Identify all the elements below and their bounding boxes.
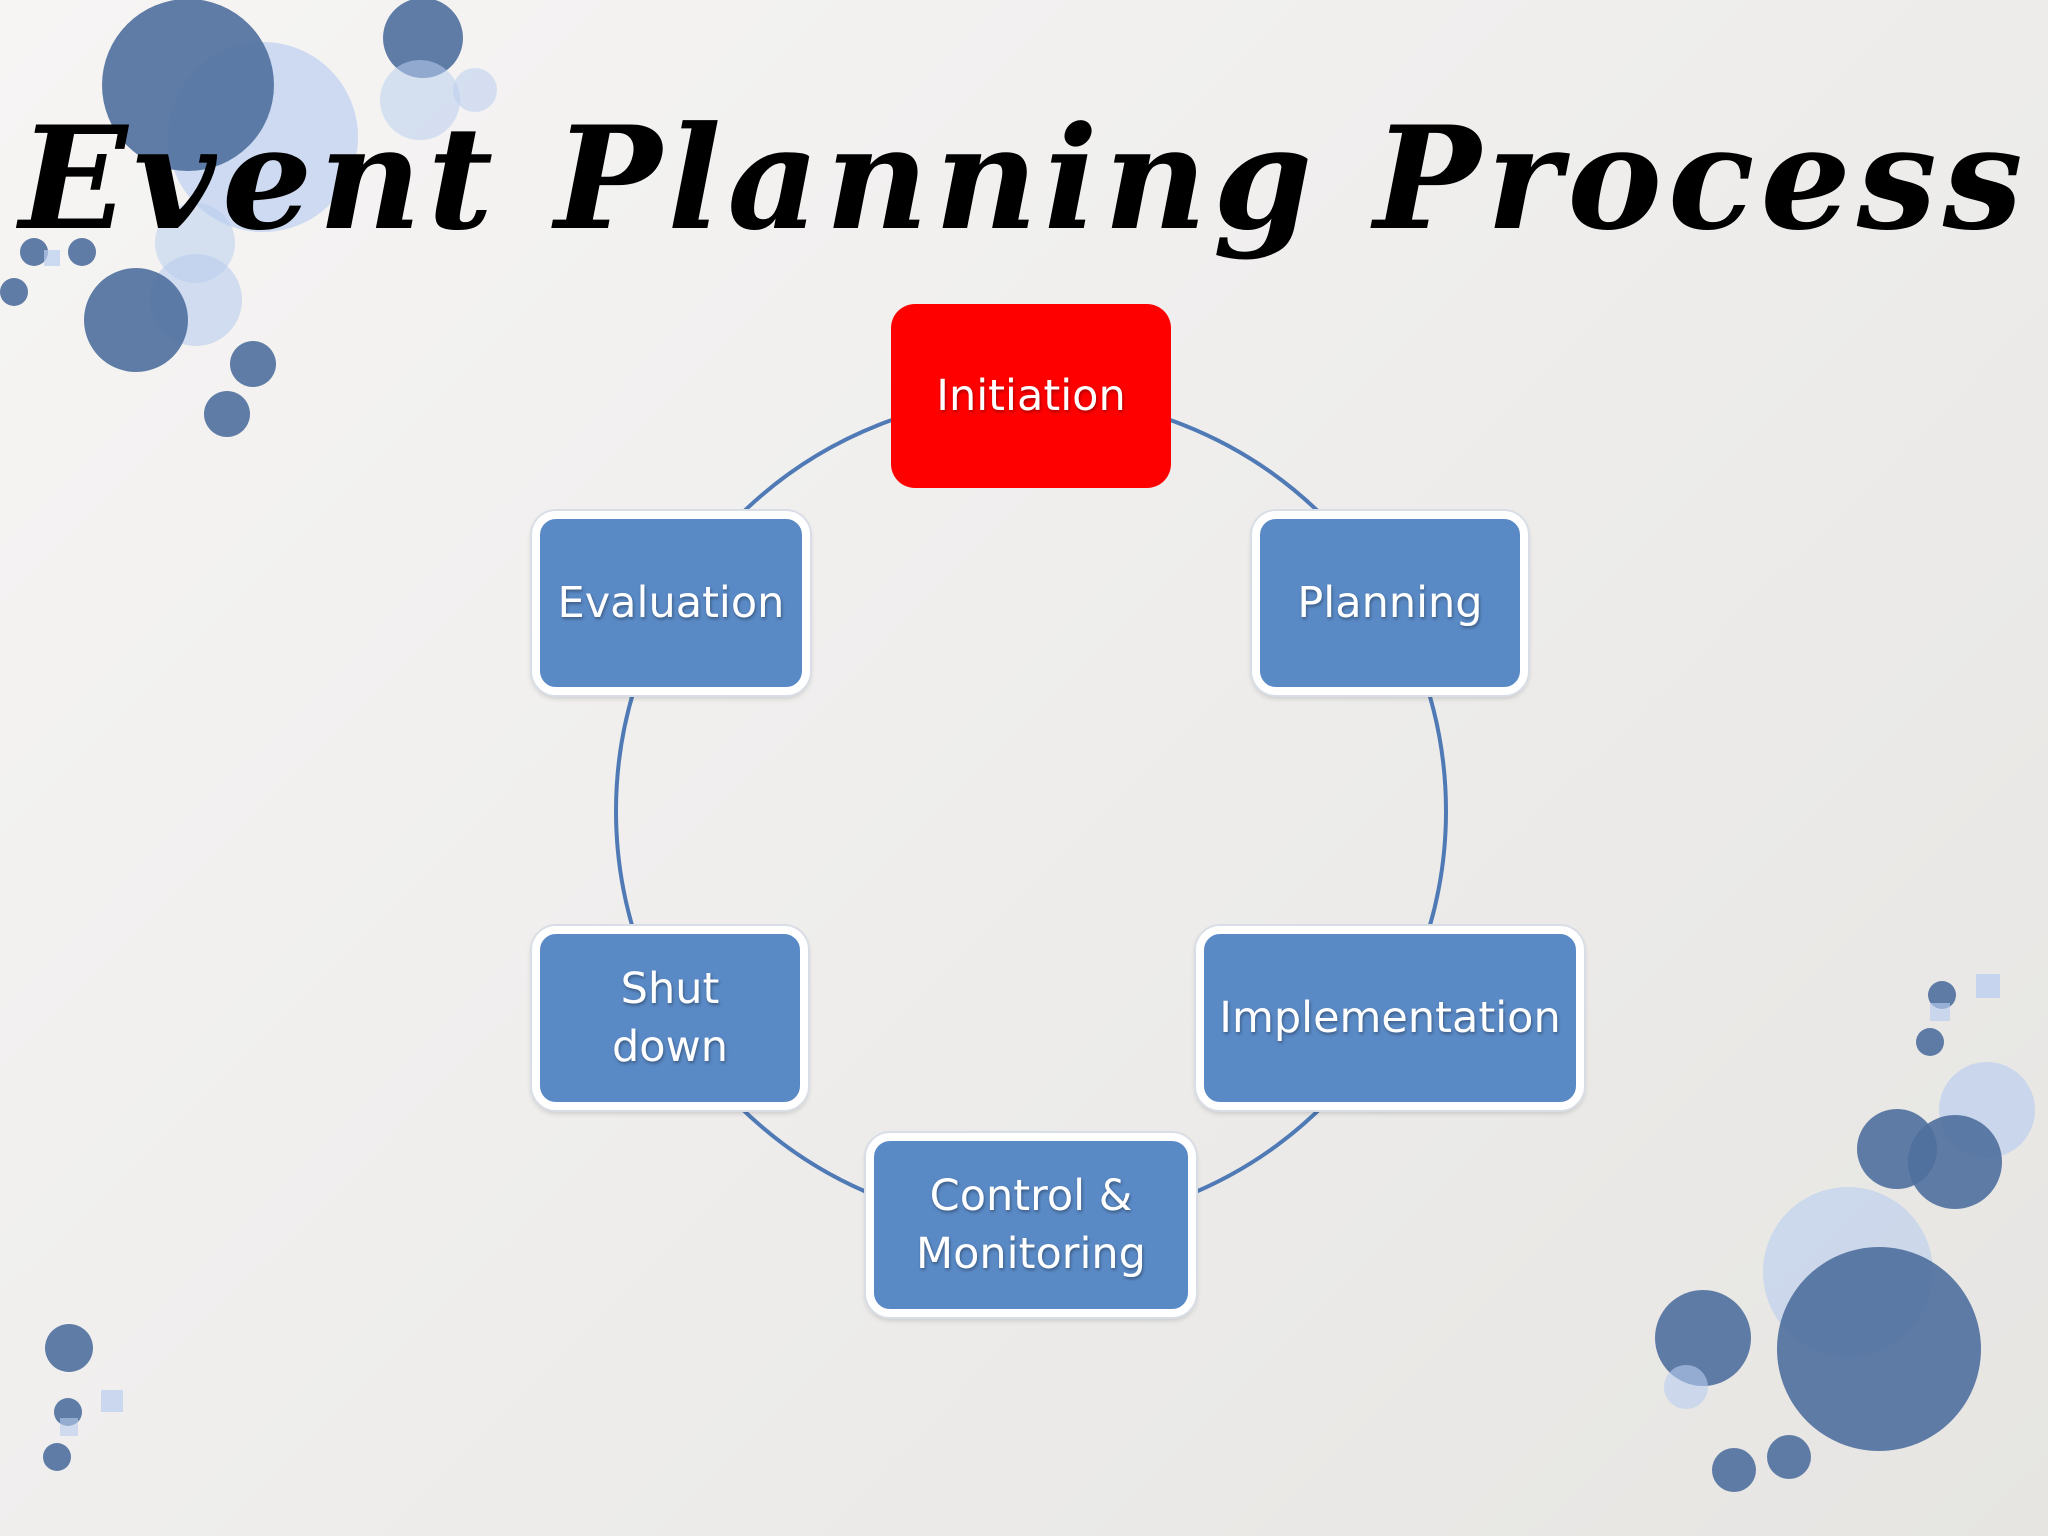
cycle-node-implementation: Implementation bbox=[1196, 926, 1584, 1110]
cycle-node-label: Planning bbox=[1297, 578, 1483, 628]
cycle-node-planning: Planning bbox=[1252, 511, 1528, 695]
cycle-node-label: Evaluation bbox=[557, 578, 785, 628]
cycle-node-initiation: Initiation bbox=[891, 304, 1171, 488]
cycle-node-label: Initiation bbox=[936, 371, 1126, 421]
slide-title: Event Planning Process bbox=[19, 96, 2029, 262]
cycle-node-label: Control & Monitoring bbox=[916, 1171, 1146, 1279]
cycle-node-label: Shut down bbox=[611, 964, 729, 1072]
cycle-node-label: Implementation bbox=[1219, 993, 1561, 1043]
cycle-node-shut-down: Shut down bbox=[532, 926, 808, 1110]
cycle-node-evaluation: Evaluation bbox=[532, 511, 810, 695]
cycle-node-control-monitoring: Control & Monitoring bbox=[866, 1133, 1196, 1317]
